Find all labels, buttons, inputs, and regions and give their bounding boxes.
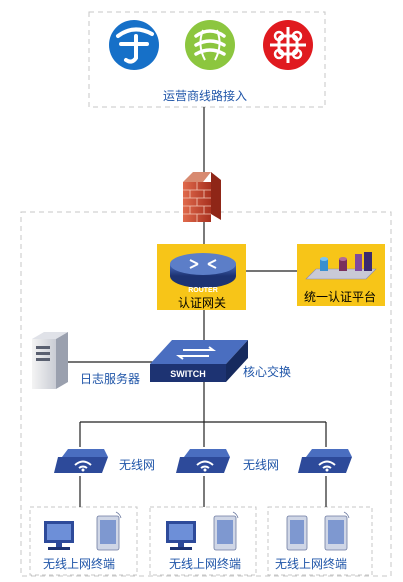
wireless-ap-label-2: 无线网 (243, 458, 280, 472)
wireless-ap-icon-3 (298, 449, 352, 473)
terminal-group-box-3 (267, 506, 373, 576)
phone-icon-4 (324, 511, 350, 551)
wireless-ap-icon-2 (176, 449, 230, 473)
terminal-group-box-1 (29, 506, 138, 576)
telecom-logo (109, 20, 159, 70)
router-label: 认证网关 (178, 296, 227, 310)
phone-icon-1 (96, 511, 122, 551)
auth-platform-icon (305, 252, 377, 280)
mobile-logo (185, 20, 235, 70)
isp-label: 运营商线路接入 (163, 89, 248, 103)
desktop-icon-2 (166, 521, 196, 550)
isp-dashed-box (88, 11, 326, 108)
firewall-icon (183, 172, 221, 222)
phone-icon-3 (286, 515, 308, 551)
unicom-logo (263, 20, 313, 70)
desktop-icon-1 (44, 521, 74, 550)
switch-device-text: SWITCH (170, 369, 206, 379)
log-server-label: 日志服务器 (80, 372, 141, 386)
terminal-group-box-2 (149, 506, 257, 576)
connection-lines (67, 107, 327, 507)
router-icon (170, 253, 236, 288)
server-icon (32, 332, 68, 389)
core-switch-label: 核心交换 (243, 365, 292, 379)
terminal-group-label-2: 无线上网终端 (169, 557, 242, 571)
wireless-ap-label-1: 无线网 (119, 458, 156, 472)
switch-icon (150, 340, 248, 382)
phone-icon-2 (213, 511, 239, 551)
router-device-text: ROUTER (188, 287, 218, 294)
wireless-ap-icon-1 (54, 449, 108, 473)
terminal-group-label-3: 无线上网终端 (275, 557, 348, 571)
terminal-group-label-1: 无线上网终端 (43, 557, 116, 571)
auth-platform-label: 统一认证平台 (304, 290, 377, 304)
